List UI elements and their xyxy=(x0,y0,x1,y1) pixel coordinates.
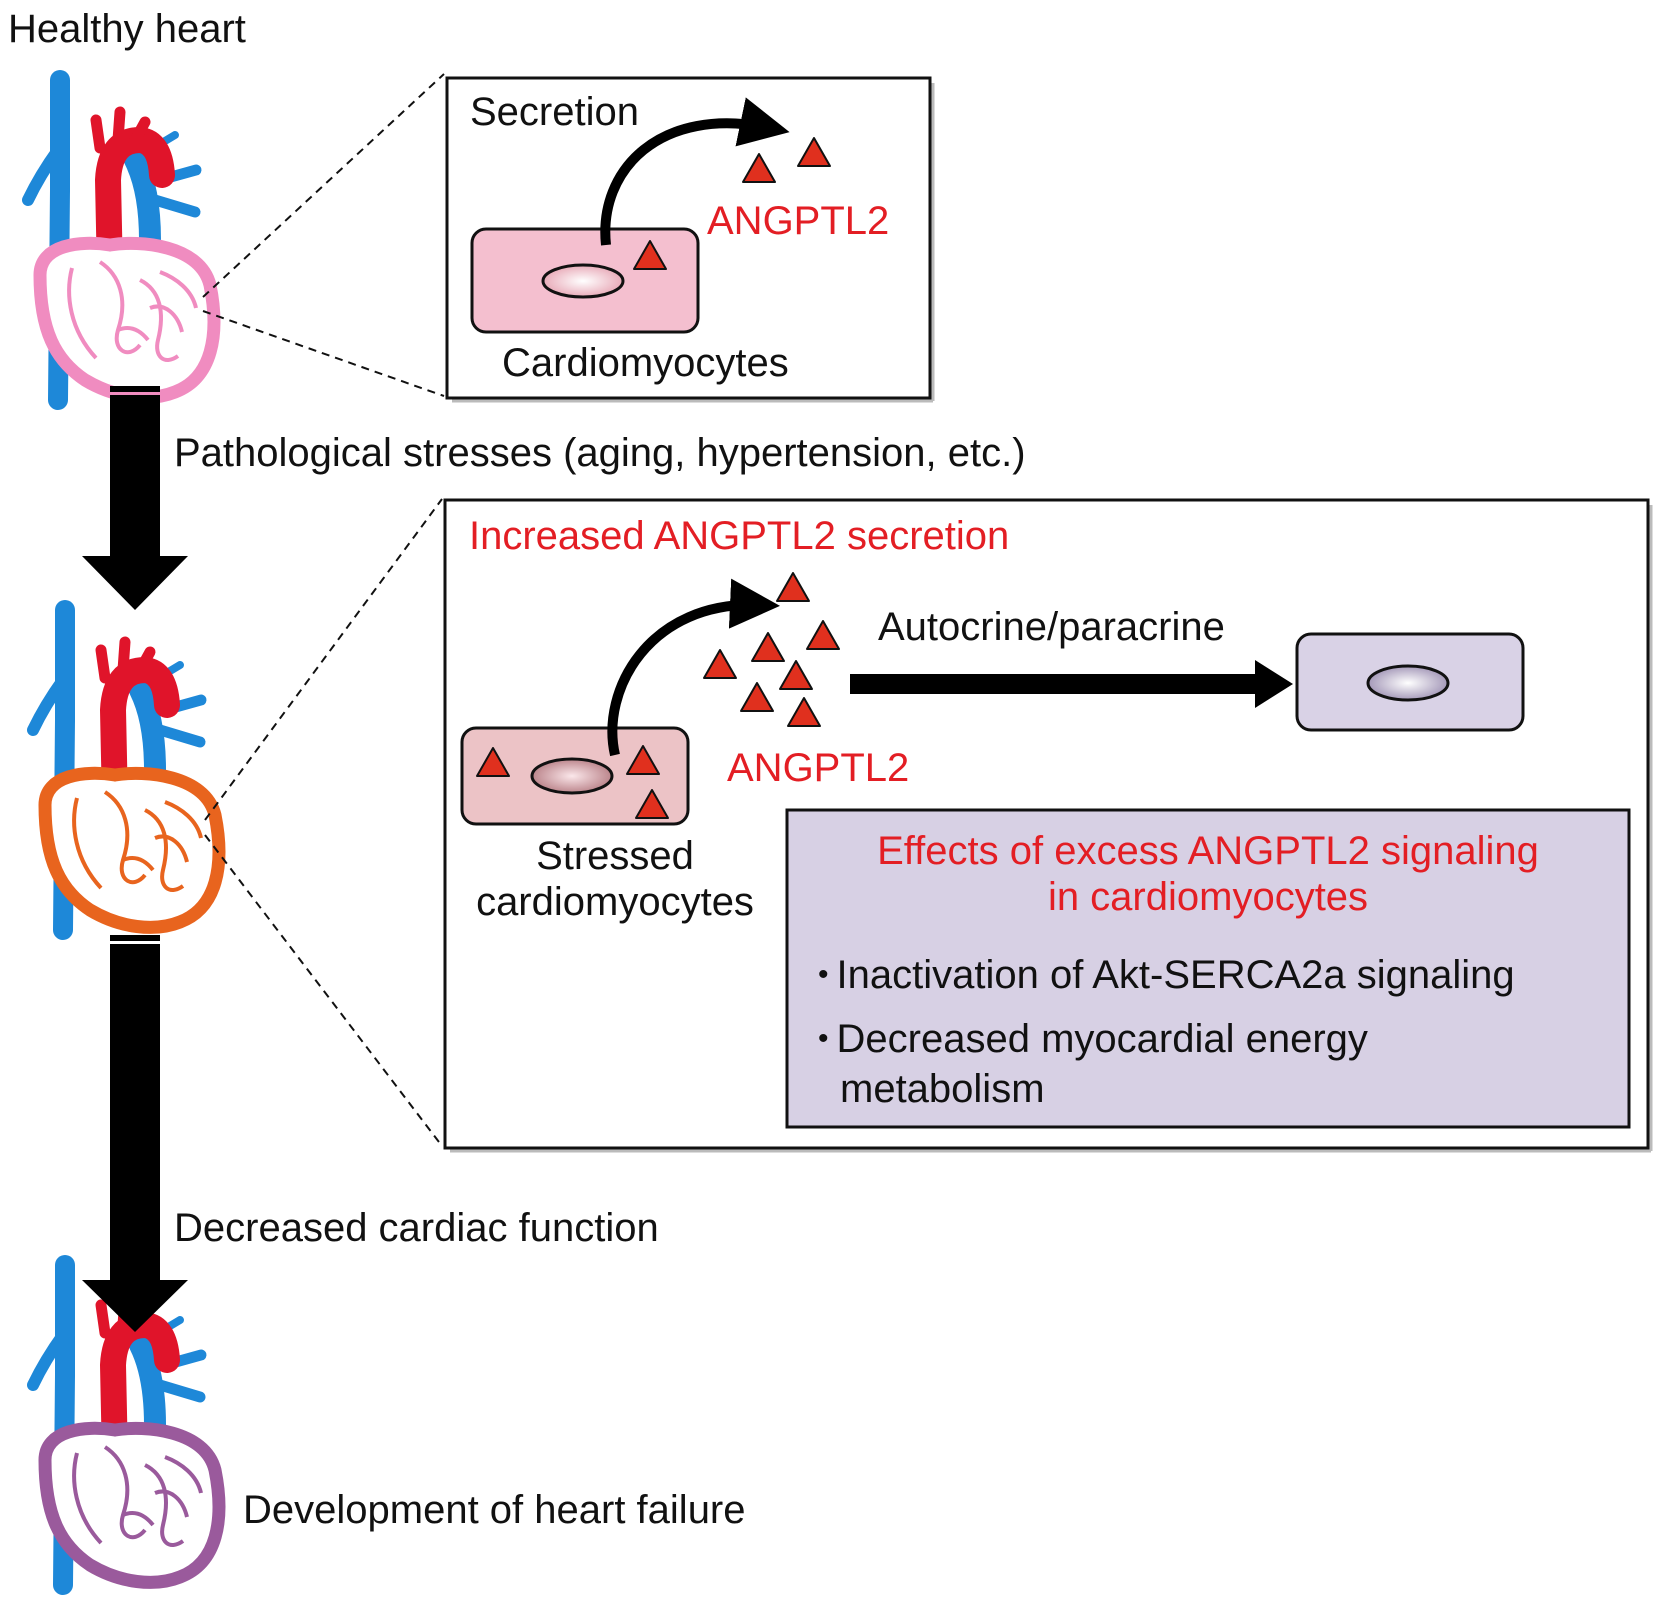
bullet-marker: • xyxy=(818,1022,829,1055)
effects-title-line2: in cardiomyocytes xyxy=(1047,875,1369,919)
nucleus-icon xyxy=(541,263,625,299)
autocrine-arrow xyxy=(850,660,1293,708)
arrow-pathological-stresses xyxy=(82,386,188,610)
effects-bullet-2-continued: metabolism xyxy=(840,1067,1045,1111)
heart-icon-stressed xyxy=(33,610,219,930)
cardiomyocytes-label: Cardiomyocytes xyxy=(502,341,789,385)
stressed-label-line2: cardiomyocytes xyxy=(476,880,754,924)
increased-secretion-title: Increased ANGPTL2 secretion xyxy=(469,514,1010,558)
decreased-function-label: Decreased cardiac function xyxy=(174,1206,659,1250)
healthy-heart-label: Healthy heart xyxy=(8,7,246,51)
effects-bullet-2: •Decreased myocardial energy xyxy=(818,1016,1368,1062)
effects-bullet-1: •Inactivation of Akt-SERCA2a signaling xyxy=(818,952,1515,998)
effects-title-line1: Effects of excess ANGPTL2 signaling xyxy=(877,829,1539,873)
secretion-arrow xyxy=(607,578,780,757)
effects-box xyxy=(785,808,1631,1129)
autocrine-paracrine-label: Autocrine/paracrine xyxy=(878,605,1225,649)
nucleus-icon xyxy=(530,757,614,795)
bullet-2-text: Decreased myocardial energy xyxy=(836,1017,1368,1061)
bullet-marker: • xyxy=(818,958,829,991)
zoom-lines-stressed xyxy=(204,498,443,1147)
stressed-label-line1: Stressed xyxy=(536,834,694,878)
heart-failure-label: Development of heart failure xyxy=(243,1488,746,1532)
nucleus-icon xyxy=(1366,664,1450,702)
heart-icon-healthy xyxy=(28,80,214,400)
bullet-1-text: Inactivation of Akt-SERCA2a signaling xyxy=(836,953,1515,997)
pathological-stresses-label: Pathological stresses (aging, hypertensi… xyxy=(174,431,1026,475)
effects-title: Effects of excess ANGPTL2 signaling in c… xyxy=(787,828,1629,920)
arrow-decreased-function xyxy=(82,935,188,1332)
zoom-lines-healthy xyxy=(202,73,445,397)
angptl2-label: ANGPTL2 xyxy=(727,746,910,790)
secretion-label: Secretion xyxy=(470,90,639,134)
angptl2-label: ANGPTL2 xyxy=(707,199,890,243)
stressed-cardiomyocytes-label: Stressed cardiomyocytes xyxy=(455,833,775,925)
secretion-arrow xyxy=(600,97,790,246)
